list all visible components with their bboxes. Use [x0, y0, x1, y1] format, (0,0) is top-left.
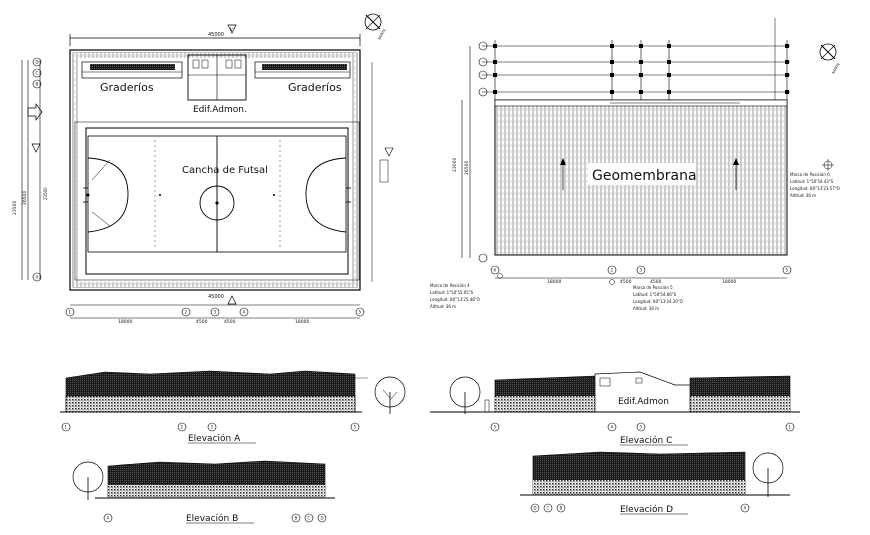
elevation-c-admin: Edif.Admon [618, 397, 669, 407]
grid-label: B [36, 82, 39, 87]
tree-icon [752, 452, 784, 497]
roof-dim-left: 23000 [452, 158, 458, 172]
roof-dim-left-inner: 26500 [464, 161, 470, 175]
svg-text:C: C [547, 506, 550, 511]
svg-text:2: 2 [611, 268, 614, 273]
dim-label: 18000 [547, 279, 561, 285]
svg-text:Altitud: 36 m: Altitud: 36 m [633, 306, 659, 311]
svg-text:5: 5 [354, 425, 357, 430]
tree-icon [374, 376, 406, 414]
dim-label: 4500 [224, 319, 236, 325]
roof-grid-bottom: 6 2 3 5 [490, 265, 792, 275]
svg-text:B: B [560, 506, 563, 511]
dim-label: 18000 [118, 319, 132, 325]
position-marker-mid: Marca de Posición 5 Latitud: 1°50'54.66"… [609, 279, 683, 311]
svg-text:5: 5 [494, 425, 497, 430]
svg-text:3: 3 [211, 425, 214, 430]
tree-icon [449, 376, 481, 414]
plan-dim-top: 45000 [208, 32, 224, 38]
dim-label: 4500 [650, 279, 662, 285]
grid-label: C [36, 71, 39, 76]
svg-text:A: A [107, 516, 110, 521]
svg-text:Longitud: 80°13'23.57"O: Longitud: 80°13'23.57"O [790, 186, 840, 191]
svg-text:4: 4 [243, 310, 246, 315]
svg-text:NORTE: NORTE [377, 28, 386, 40]
svg-text:Latitud: 1°50'54.43"S: Latitud: 1°50'54.43"S [790, 179, 834, 184]
svg-text:Longitud: 80°13'24.20"O: Longitud: 80°13'24.20"O [633, 299, 683, 304]
grid-label: A [36, 275, 39, 280]
grid-markers: 1 2 3 5 [61, 422, 360, 432]
svg-text:23500: 23500 [43, 187, 48, 200]
plan-dim-left: 23500 [12, 201, 18, 215]
svg-text:4: 4 [611, 425, 614, 430]
elevation-b: A B C D Elevación B [72, 460, 335, 524]
grid-markers: 5 4 3 1 [490, 422, 795, 432]
svg-text:Latitud: 1°50'55.05"S: Latitud: 1°50'55.05"S [430, 290, 474, 295]
elevation-b-title: Elevación B [186, 513, 238, 524]
svg-text:B: B [295, 516, 298, 521]
grid-markers: A B C D [103, 513, 327, 523]
svg-text:Marca de Posición 4: Marca de Posición 4 [430, 283, 470, 288]
label-admin: Edif.Admon. [193, 105, 247, 115]
dim-label: 4500 [620, 279, 632, 285]
dim-label: 18000 [722, 279, 736, 285]
elevation-d-title: Elevación D [620, 504, 673, 515]
elevation-a: 1 2 3 5 Elevación A [60, 370, 406, 444]
north-arrow-icon: NORTE [364, 13, 387, 41]
grid-label: D [36, 60, 39, 65]
svg-text:D: D [534, 506, 537, 511]
label-court: Cancha de Futsal [182, 165, 268, 176]
svg-text:1: 1 [69, 310, 72, 315]
floor-plan: 45000 V NORTE Graderíos Graderíos [12, 13, 394, 325]
elevation-d: D C B A Elevación D [520, 451, 790, 515]
position-marker-left: Marca de Posición 4 Latitud: 1°50'55.05"… [430, 273, 503, 309]
svg-text:Altitud: 36 m: Altitud: 36 m [430, 304, 456, 309]
svg-text:Longitud: 80°13'25.48"O: Longitud: 80°13'25.48"O [430, 297, 480, 302]
svg-text:3: 3 [214, 310, 217, 315]
svg-text:Latitud: 1°50'54.66"S: Latitud: 1°50'54.66"S [633, 292, 677, 297]
svg-text:A: A [744, 506, 747, 511]
position-marker-right: Marca de Posición 6 Latitud: 1°50'54.43"… [790, 159, 840, 198]
svg-text:1: 1 [65, 425, 68, 430]
elevation-c-title: Elevación C [620, 435, 672, 446]
north-arrow-icon: NORTE [819, 43, 841, 75]
grid-markers: D C B A [530, 503, 750, 513]
plan-dim-bottom: 45000 [208, 294, 224, 300]
roof-plan: NORTE [430, 18, 841, 311]
plan-dim-left-inner: 26500 [22, 191, 28, 205]
dim-label: 18000 [295, 319, 309, 325]
label-graderios-left: Graderíos [100, 81, 154, 94]
elevation-c: Edif.Admon 5 4 3 1 Elevación C [430, 371, 800, 446]
svg-text:1: 1 [789, 425, 792, 430]
svg-text:V: V [230, 27, 233, 32]
svg-text:5: 5 [359, 310, 362, 315]
svg-text:C: C [308, 516, 311, 521]
label-membrane: Geomembrana [592, 168, 697, 184]
svg-text:D: D [321, 516, 324, 521]
svg-text:3: 3 [640, 268, 643, 273]
svg-text:NORTE: NORTE [831, 62, 840, 74]
svg-text:2: 2 [185, 310, 188, 315]
svg-text:5: 5 [786, 268, 789, 273]
tree-icon [72, 461, 104, 500]
svg-text:Altitud: 36 m: Altitud: 36 m [790, 193, 816, 198]
label-graderios-right: Graderíos [288, 81, 342, 94]
elevation-a-title: Elevación A [188, 433, 241, 444]
svg-text:3: 3 [640, 425, 643, 430]
svg-text:2: 2 [181, 425, 184, 430]
svg-text:Marca de Posición 5: Marca de Posición 5 [633, 285, 673, 290]
svg-text:6: 6 [494, 268, 497, 273]
svg-text:Marca de Posición 6: Marca de Posición 6 [790, 172, 830, 177]
plan-grid-bottom: 1 2 3 4 5 [65, 307, 365, 317]
dim-label: 4500 [196, 319, 208, 325]
